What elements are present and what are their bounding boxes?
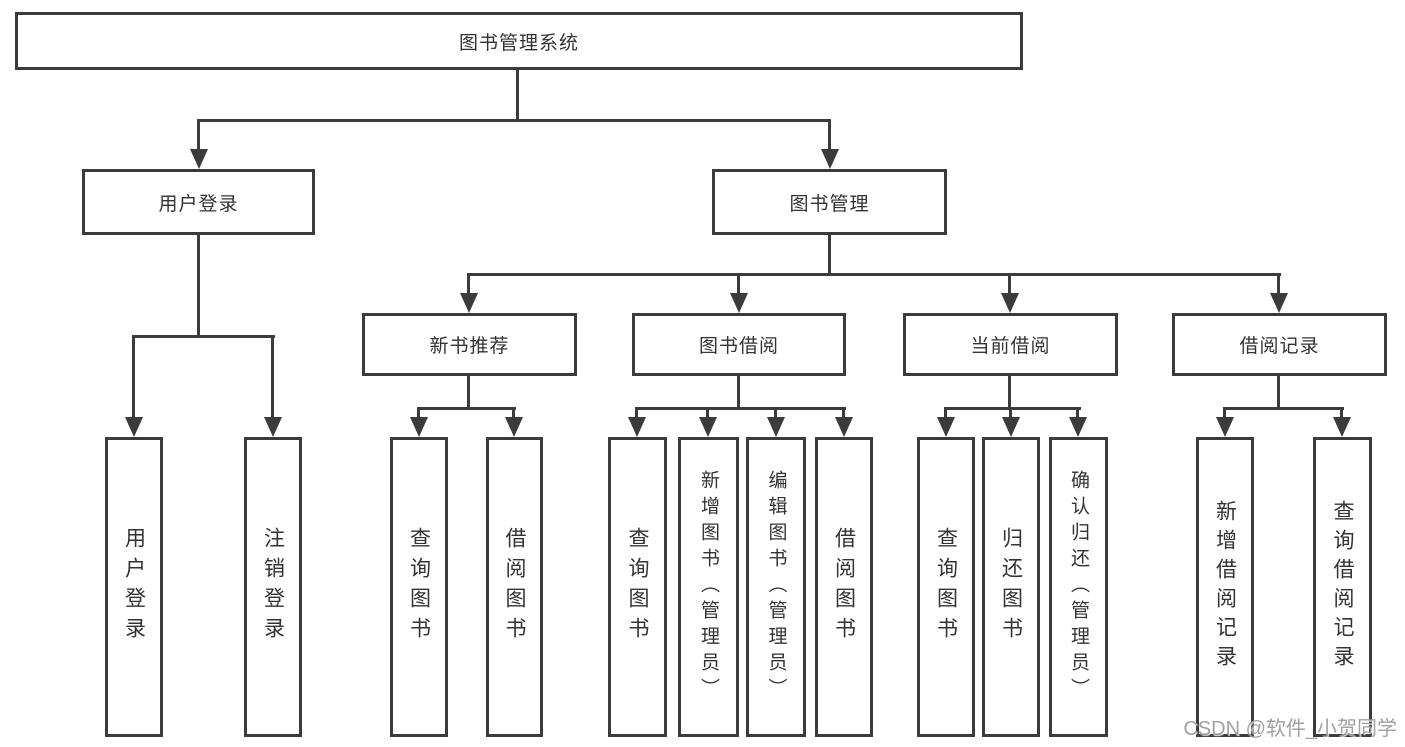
- arrowhead-icon: [937, 417, 955, 437]
- node-label: 查询图书: [407, 527, 431, 647]
- connector-line: [1076, 407, 1079, 419]
- leaf-confirm-return-admin: 确认归还（管理员）: [1049, 437, 1108, 737]
- connector-line: [467, 273, 470, 294]
- node-label: 确认归还（管理员）: [1068, 470, 1089, 704]
- arrowhead-icon: [1270, 293, 1288, 313]
- node-label: 新书推荐: [429, 336, 510, 357]
- node-label: 查询图书: [934, 527, 958, 647]
- connector-line: [132, 335, 275, 338]
- arrowhead-icon: [1002, 417, 1020, 437]
- leaf-query-books: 查询图书: [608, 437, 667, 737]
- connector-line: [944, 407, 1081, 410]
- connector-line: [842, 407, 845, 419]
- node-label: 借阅图书: [503, 527, 526, 647]
- node-label: 当前借阅: [970, 336, 1051, 357]
- arrowhead-icon: [1333, 417, 1351, 437]
- connector-line: [635, 407, 638, 419]
- leaf-return-books: 归还图书: [982, 437, 1040, 737]
- arrowhead-icon: [460, 293, 478, 313]
- node-label: 归还图书: [999, 527, 1023, 647]
- node-root: 图书管理系统: [15, 12, 1023, 70]
- node-label: 图书管理系统: [458, 32, 579, 54]
- connector-line: [132, 335, 135, 417]
- node-borrow-record: 借阅记录: [1172, 313, 1387, 376]
- node-new-book-recommend: 新书推荐: [362, 313, 577, 376]
- arrowhead-icon: [835, 417, 853, 437]
- connector-line: [512, 407, 515, 419]
- arrowhead-icon: [125, 417, 143, 437]
- connector-line: [944, 407, 947, 419]
- connector-line: [1223, 407, 1344, 410]
- node-label: 用户登录: [158, 193, 239, 215]
- leaf-borrow-books: 借阅图书: [815, 437, 873, 737]
- node-label: 新增借阅记录: [1213, 500, 1237, 674]
- node-label: 新增图书（管理员）: [698, 470, 719, 704]
- node-label: 图书借阅: [698, 336, 779, 357]
- leaf-add-borrow-record: 新增借阅记录: [1196, 437, 1254, 737]
- connector-line: [1277, 376, 1280, 407]
- arrowhead-icon: [767, 417, 785, 437]
- connector-line: [1223, 407, 1226, 419]
- connector-line: [1340, 407, 1343, 419]
- node-book-management: 图书管理: [712, 169, 947, 235]
- arrowhead-icon: [505, 417, 523, 437]
- arrowhead-icon: [821, 149, 839, 169]
- connector-line: [197, 234, 200, 335]
- node-label: 注销登录: [261, 527, 285, 647]
- connector-line: [828, 119, 831, 152]
- node-label: 图书管理: [789, 193, 870, 215]
- node-label: 借阅记录: [1239, 336, 1320, 357]
- connector-line: [706, 407, 709, 419]
- connector-line: [737, 273, 740, 294]
- leaf-query-books: 查询图书: [917, 437, 975, 737]
- node-current-borrow: 当前借阅: [903, 313, 1118, 376]
- leaf-user-login: 用户登录: [105, 437, 163, 737]
- connector-line: [467, 376, 470, 407]
- arrowhead-icon: [1001, 293, 1019, 313]
- connector-line: [1277, 273, 1280, 294]
- connector-line: [516, 69, 519, 120]
- connector-line: [828, 235, 831, 273]
- connector-line: [635, 407, 846, 410]
- connector-line: [774, 407, 777, 419]
- connector-line: [197, 119, 200, 152]
- leaf-edit-book-admin: 编辑图书（管理员）: [746, 437, 806, 737]
- leaf-borrow-books: 借阅图书: [486, 437, 543, 737]
- connector-line: [1009, 407, 1012, 419]
- connector-line: [417, 407, 516, 410]
- node-book-borrow: 图书借阅: [632, 313, 846, 376]
- connector-line: [417, 407, 420, 419]
- leaf-add-book-admin: 新增图书（管理员）: [678, 437, 739, 737]
- arrowhead-icon: [190, 149, 208, 169]
- node-label: 查询借阅记录: [1331, 500, 1354, 674]
- node-label: 借阅图书: [832, 527, 856, 647]
- connector-line: [271, 335, 274, 417]
- connector-line: [1008, 273, 1011, 294]
- arrowhead-icon: [699, 417, 717, 437]
- leaf-query-books: 查询图书: [390, 437, 448, 737]
- arrowhead-icon: [410, 417, 428, 437]
- leaf-logout: 注销登录: [244, 437, 302, 737]
- arrowhead-icon: [1069, 417, 1087, 437]
- arrowhead-icon: [1216, 417, 1234, 437]
- node-label: 查询图书: [626, 527, 649, 647]
- connector-line: [737, 376, 740, 407]
- arrowhead-icon: [628, 417, 646, 437]
- leaf-query-borrow-record: 查询借阅记录: [1313, 437, 1372, 737]
- node-label: 用户登录: [122, 527, 146, 647]
- node-user-login: 用户登录: [82, 169, 315, 235]
- arrowhead-icon: [264, 417, 282, 437]
- arrowhead-icon: [730, 293, 748, 313]
- node-label: 编辑图书（管理员）: [765, 470, 787, 704]
- connector-line: [197, 119, 831, 122]
- connector-line: [467, 273, 1281, 276]
- connector-line: [1008, 376, 1011, 407]
